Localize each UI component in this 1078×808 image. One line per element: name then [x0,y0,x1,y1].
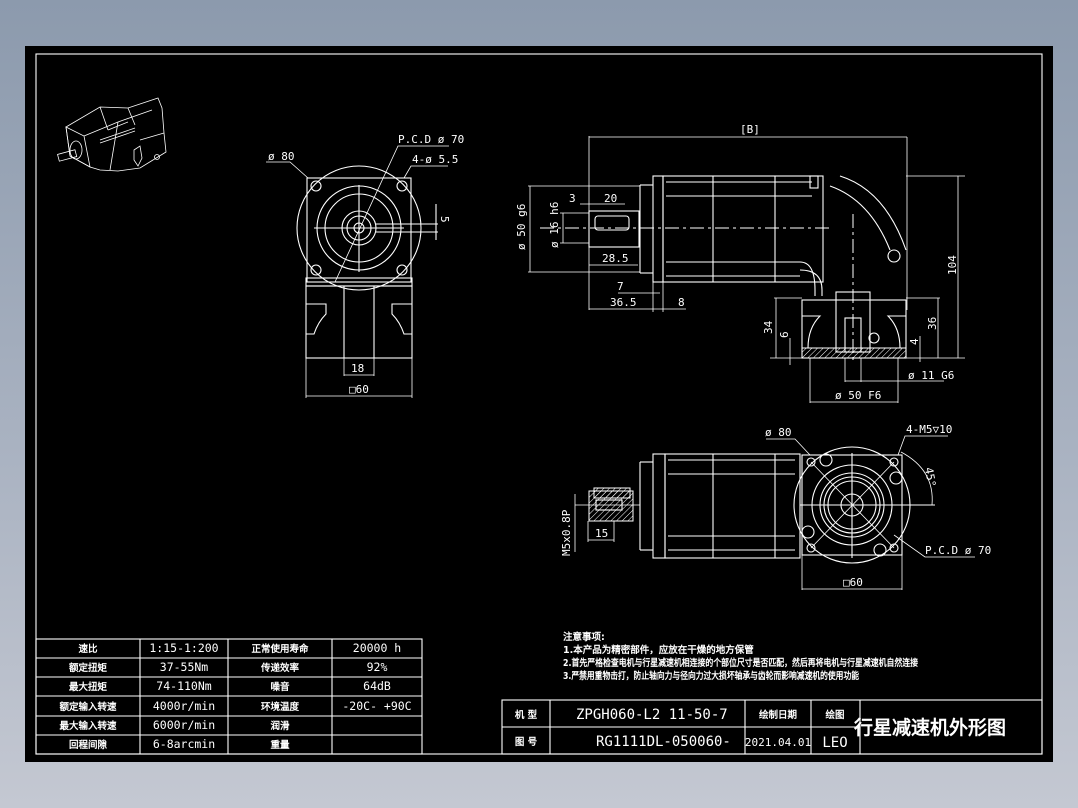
spec-label2-3: 环境温度 [261,701,300,713]
notes-heading: 注意事项: [563,631,605,643]
side-height4-label: 4 [908,338,921,345]
spec-label-4: 最大输入转速 [59,720,117,732]
side-shaft-dia-label: ø 16 h6 [548,202,561,248]
spec-label-1: 额定扭矩 [69,662,108,674]
spec-value-3: 4000r/min [153,699,215,713]
side-shaft-outer-label: ø 50 g6 [515,204,528,250]
side-key-length-label: 20 [604,192,617,205]
top-key-offset-label: 5 [438,216,451,223]
spec-value-4: 6000r/min [153,718,215,732]
spec-label2-1: 传递效率 [260,662,300,674]
side-pilot-label: ø 50 F6 [835,389,881,402]
title-block [501,699,1043,755]
spec-value2-2: 64dB [363,679,391,693]
spec-value2-1: 92% [367,660,388,674]
drawer-value: LEO [822,735,847,751]
side-view [528,136,965,403]
date-label: 绘制日期 [759,709,797,721]
front-square-label: □60 [843,576,863,589]
front-threads-label: 4-M5▽10 [906,423,952,436]
side-key-offset-label: 3 [569,192,576,205]
front-dia-outer-label: ø 80 [765,426,792,439]
drawing-title: 行星减速机外形图 [853,716,1006,739]
side-height36-label: 36 [926,317,939,330]
spec-table [35,638,423,755]
front-view [574,435,975,590]
model-value: ZPGH060-L2 11-50-7 [576,707,728,723]
note-item-2: 2.首先严格检查电机与行星减速机相连接的个部位尺寸是否匹配，然后再将电机与行星减… [563,657,918,669]
side-height34-label: 34 [762,320,775,334]
top-pcd-label: P.C.D ø 70 [398,133,464,146]
spec-label2-2: 噪音 [270,681,290,693]
spec-value-0: 1:15-1:200 [149,641,218,655]
top-key-width-label: 18 [351,362,364,375]
drawing-no-label: 图 号 [515,737,538,748]
top-view [266,145,449,398]
spec-label2-0: 正常使用寿命 [251,643,309,655]
spec-value-1: 37-55Nm [160,660,209,674]
side-bore-label: ø 11 G6 [908,369,954,382]
side-height104-label: 104 [946,255,959,275]
isometric-view [57,97,167,172]
side-length-label: [B] [740,123,760,136]
note-item-3: 3.严禁用重物击打，防止轴向力与径向力过大损坏轴承与齿轮而影响减速机的使用功能 [563,670,859,682]
spec-label-3: 额定输入转速 [59,701,117,713]
drawing-sheet [25,46,1053,762]
side-d8-label: 8 [678,296,685,309]
top-holes-label: 4-ø 5.5 [412,153,458,166]
spec-label-0: 速比 [78,643,98,655]
front-depth-label: 15 [595,527,608,540]
spec-value2-0: 20000 h [353,641,401,655]
side-shaft-length-label: 28.5 [602,252,629,265]
front-pcd-label: P.C.D ø 70 [925,544,991,557]
spec-label2-4: 润滑 [270,720,290,732]
spec-label-5: 回程间隙 [69,739,108,751]
side-d36-label: 36.5 [610,296,637,309]
side-height6-label: 6 [778,331,791,338]
side-d7-label: 7 [617,280,624,293]
spec-value-5: 6-8arcmin [153,737,215,751]
top-dia-outer-label: ø 80 [268,150,295,163]
spec-label2-5: 重量 [270,739,290,751]
top-square-label: □60 [349,383,369,396]
front-thread-size-label: M5x0.8P [560,509,573,556]
front-angle-label: 45° [922,466,938,488]
spec-label-2: 最大扭矩 [69,681,108,693]
date-value: 2021.04.01 [745,736,811,749]
drawer-label: 绘图 [825,709,844,721]
note-item-1: 1.本产品为精密部件，应放在干燥的地方保管 [563,644,754,656]
spec-value2-3: -20C- +90C [342,699,411,713]
spec-value-2: 74-110Nm [156,679,211,693]
model-label: 机 型 [515,709,538,721]
drawing-no-value: RG1111DL-050060- [596,734,731,750]
